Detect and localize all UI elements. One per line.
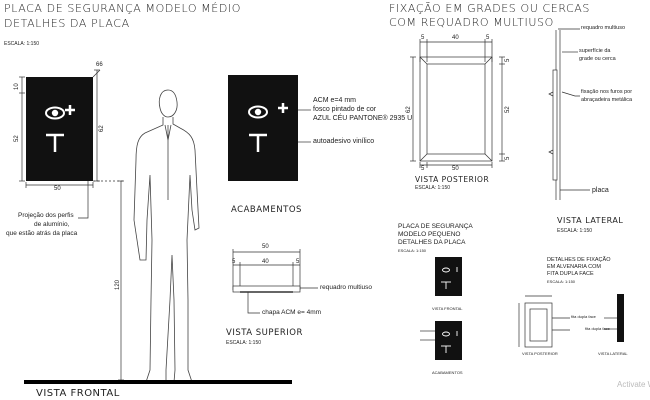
small-title-3: DETALHES DA PLACA bbox=[398, 239, 466, 246]
wall-scale: ESCALA: 1:150 bbox=[547, 279, 576, 284]
top-dim-total: 50 bbox=[262, 244, 269, 250]
profile-note-1: Projeção dos perfis bbox=[18, 212, 74, 219]
fence-dim-top-left: 5 bbox=[421, 35, 425, 41]
fence-dim-side-top: 5 bbox=[505, 58, 511, 62]
lat-note-5: abraçadeira metálica bbox=[581, 97, 633, 103]
wall-lateral bbox=[617, 294, 624, 342]
fence-back-scale: ESCALA: 1:150 bbox=[415, 185, 451, 191]
spec-vinyl: autoadesivo vinílico bbox=[313, 138, 375, 145]
wall-title-2: EM ALVENARIA COM bbox=[547, 264, 601, 270]
eye-icon bbox=[45, 106, 65, 120]
spec-note-1: ACM e=4 mm bbox=[313, 97, 356, 104]
lat-note-2: superfície da bbox=[579, 48, 611, 54]
top-view-frame bbox=[232, 285, 301, 293]
lat-note-3: grade ou cerca bbox=[579, 56, 616, 62]
fence-dim-side-bottom: 5 bbox=[505, 156, 511, 160]
main-title-line2: DETALHES DA PLACA bbox=[4, 17, 130, 30]
finishes-title: ACABAMENTOS bbox=[231, 205, 302, 215]
top-view-scale: ESCALA: 1:150 bbox=[226, 340, 262, 346]
dim-corner: 66 bbox=[96, 62, 103, 68]
main-title-line1: PLACA DE SEGURANÇA MODELO MÉDIO bbox=[4, 2, 241, 15]
small-plate-spec bbox=[435, 321, 462, 360]
top-dim-right: 5 bbox=[296, 259, 300, 265]
dim-top-offset: 10 bbox=[14, 83, 20, 90]
dim-right-height: 62 bbox=[99, 125, 105, 132]
fence-lateral bbox=[548, 30, 561, 200]
wall-lateral-title: VISTA LATERAL bbox=[598, 351, 628, 356]
small-finishes: ACABAMENTOS bbox=[432, 370, 463, 375]
main-scale: ESCALA: 1:150 bbox=[4, 41, 40, 47]
small-title-2: MODELO PEQUENO bbox=[398, 231, 461, 238]
lat-note-6: placa bbox=[592, 187, 609, 194]
fence-dim-side-mid: 52 bbox=[505, 106, 511, 113]
activation-watermark: Activate W bbox=[617, 380, 650, 389]
top-sheet-note: chapa ACM e= 4mm bbox=[262, 309, 322, 316]
wall-back-title: VISTA POSTERIOR bbox=[522, 351, 558, 356]
fence-title-line1: FIXAÇÃO EM GRADES OU CERCAS bbox=[389, 2, 591, 15]
dim-height: 52 bbox=[14, 135, 20, 142]
top-dim-mid: 40 bbox=[262, 259, 269, 265]
top-frame-note: requadro multiuso bbox=[320, 284, 373, 291]
dim-width: 50 bbox=[54, 186, 61, 192]
top-dim-left: 5 bbox=[232, 259, 236, 265]
fence-lateral-scale: ESCALA: 1:150 bbox=[557, 228, 593, 234]
fence-dim-bottom: 50 bbox=[452, 166, 459, 172]
human-silhouette bbox=[133, 89, 200, 383]
fence-dim-bottom-left: 5 bbox=[421, 166, 425, 172]
fence-title-line2: COM REQUADRO MULTIUSO bbox=[389, 16, 554, 29]
fence-frame-inner bbox=[426, 63, 486, 155]
wall-tape-2: fita dupla face bbox=[585, 326, 610, 331]
wall-back-frame bbox=[524, 302, 553, 348]
profile-note-2: de alumínio, bbox=[34, 221, 70, 228]
fence-lateral-title: VISTA LATERAL bbox=[557, 216, 624, 225]
fence-dim-left: 62 bbox=[406, 106, 412, 113]
lat-note-1: requadro multiuso bbox=[581, 25, 626, 31]
dim-mount-height: 120 bbox=[115, 279, 121, 290]
profile-note-3: que estão atrás da placa bbox=[6, 230, 78, 237]
spec-note-3: AZUL CÉU PANTONE® 2935 U bbox=[313, 115, 413, 122]
t-icon bbox=[46, 133, 64, 152]
small-title-1: PLACA DE SEGURANÇA bbox=[398, 223, 473, 230]
wall-tape-1: fita dupla face bbox=[571, 314, 596, 319]
fence-frame-outer bbox=[419, 56, 493, 162]
safety-plate-front bbox=[26, 77, 93, 181]
small-scale: ESCALA: 1:150 bbox=[398, 248, 427, 253]
small-view-front: VISTA FRONTAL bbox=[432, 306, 463, 311]
wall-title-1: DETALHES DE FIXAÇÃO bbox=[547, 257, 611, 263]
small-plate-front bbox=[435, 257, 462, 296]
wall-title-3: FITA DUPLA FACE bbox=[547, 271, 594, 277]
plus-icon bbox=[65, 105, 75, 115]
lat-note-4: fixação nos furos por bbox=[581, 89, 633, 95]
fence-back-title: VISTA POSTERIOR bbox=[415, 175, 490, 184]
spec-note-2: fosco pintado de cor bbox=[313, 106, 377, 113]
safety-plate-spec bbox=[228, 75, 298, 181]
fence-dim-top-right: 5 bbox=[486, 35, 490, 41]
fence-dim-top: 40 bbox=[452, 35, 459, 41]
view-front-label: VISTA FRONTAL bbox=[36, 388, 120, 399]
top-view-title: VISTA SUPERIOR bbox=[226, 328, 303, 338]
